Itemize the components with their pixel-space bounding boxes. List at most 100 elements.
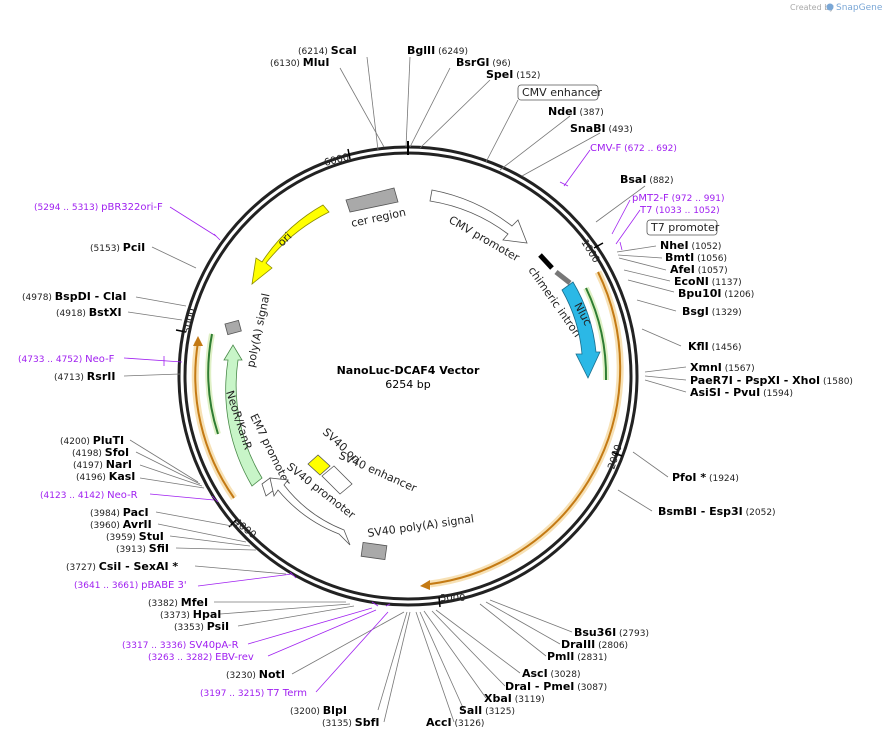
site-name: BsaI	[620, 173, 646, 186]
site-position: (4713)	[54, 373, 87, 383]
site-name: NotI	[259, 668, 285, 681]
restriction-site[interactable]: AsiSI - PvuI (1594)	[690, 386, 793, 399]
site-position: (6214)	[298, 47, 331, 57]
chimeric-intron-arrow[interactable]	[554, 270, 572, 285]
site-leaders	[123, 56, 687, 723]
site-label: BsrGI (96)	[456, 56, 511, 69]
restriction-site[interactable]: (3382) MfeI	[148, 596, 208, 609]
restriction-site[interactable]: (4713) RsrII	[54, 370, 115, 383]
cmv-promoter-arrow[interactable]	[429, 189, 528, 244]
restriction-site[interactable]: (4198) SfoI	[72, 446, 129, 459]
restriction-site[interactable]: SnaBI (493)	[570, 122, 633, 135]
restriction-site[interactable]: (3353) PsiI	[174, 620, 229, 633]
restriction-site[interactable]: NheI (1052)	[660, 239, 721, 252]
restriction-site[interactable]: SalI (3125)	[459, 704, 515, 717]
chimeric-intron-bar[interactable]	[538, 253, 554, 270]
primer-site[interactable]: (4123 .. 4142) Neo-R	[40, 490, 138, 501]
primer-site[interactable]: pMT2-F (972 .. 991)	[632, 193, 725, 204]
restriction-site[interactable]: XbaI (3119)	[484, 692, 545, 705]
polya-signal-box[interactable]	[224, 319, 242, 336]
primer-site[interactable]: (3641 .. 3661) pBABE 3'	[74, 580, 187, 591]
restriction-site[interactable]: (3959) StuI	[106, 530, 164, 543]
restriction-site[interactable]: (4978) BspDI - ClaI	[22, 290, 126, 303]
sv40-polya-box[interactable]	[360, 541, 388, 561]
site-label: BsmBI - Esp3I (2052)	[658, 505, 776, 518]
restriction-site[interactable]: XmnI (1567)	[690, 361, 755, 374]
cer-region-box[interactable]	[345, 187, 399, 213]
nluc-arrow[interactable]	[561, 281, 601, 379]
restriction-site[interactable]: AfeI (1057)	[670, 263, 728, 276]
restriction-site[interactable]: (3913) SfiI	[116, 542, 169, 555]
restriction-site[interactable]: AscI (3028)	[522, 667, 580, 680]
restriction-site[interactable]: Bsu36I (2793)	[574, 626, 649, 639]
restriction-site[interactable]: (4196) KasI	[76, 470, 135, 483]
primer-site[interactable]: CMV-F (672 .. 692)	[590, 143, 677, 154]
restriction-site[interactable]: (4918) BstXI	[56, 306, 122, 319]
site-label: (3200) BlpI	[290, 704, 347, 717]
site-name: NarI	[106, 458, 132, 471]
sv40-ori-box[interactable]	[307, 454, 331, 476]
site-position: (4978)	[22, 293, 55, 303]
restriction-site[interactable]: NdeI (387)	[548, 105, 604, 118]
tick-6000-mark	[347, 148, 351, 160]
restriction-site[interactable]: PaeR7I - PspXI - XhoI (1580)	[690, 374, 853, 387]
restriction-site[interactable]: AccI (3126)	[426, 716, 484, 729]
restriction-site[interactable]: KflI (1456)	[688, 340, 742, 353]
restriction-site[interactable]: (6130) MluI	[270, 56, 329, 69]
primer-site[interactable]: (3263 .. 3282) EBV-rev	[148, 652, 254, 663]
orf-arc-left-head	[193, 336, 203, 346]
restriction-site[interactable]: (3135) SbfI	[322, 716, 379, 729]
primer-position: (1033 .. 1052)	[652, 206, 719, 216]
ori-arrow[interactable]	[251, 204, 330, 285]
t7-promoter-box[interactable]	[646, 219, 718, 236]
site-label: BglII (6249)	[407, 44, 468, 57]
restriction-site[interactable]: (3373) HpaI	[160, 608, 221, 621]
restriction-site[interactable]: BsmBI - Esp3I (2052)	[658, 505, 776, 518]
restriction-site[interactable]: PmlI (2831)	[547, 650, 607, 663]
restriction-site[interactable]: BglII (6249)	[407, 44, 468, 57]
restriction-site[interactable]: (4200) PluTI	[60, 434, 124, 447]
restriction-site[interactable]: (3960) AvrII	[90, 518, 152, 531]
site-label: (4978) BspDI - ClaI	[22, 290, 126, 303]
restriction-site[interactable]: BmtI (1056)	[665, 251, 727, 264]
site-position: (1456)	[709, 343, 742, 353]
orf-arc-large[interactable]	[429, 271, 622, 585]
primer-position: (5294 .. 5313)	[34, 203, 101, 213]
restriction-site[interactable]: (3200) BlpI	[290, 704, 347, 717]
restriction-site[interactable]: PfoI * (1924)	[672, 471, 739, 484]
restriction-site[interactable]: (3984) PacI	[90, 506, 149, 519]
primer-site[interactable]: (3197 .. 3215) T7 Term	[200, 688, 307, 699]
site-name: XmnI	[690, 361, 722, 374]
sv40-enhancer-arrow[interactable]	[321, 465, 353, 495]
restriction-site[interactable]: BsrGI (96)	[456, 56, 511, 69]
restriction-site[interactable]: (5153) PciI	[90, 241, 145, 254]
cmv-enhancer-box[interactable]	[517, 84, 599, 101]
site-label: DraIII (2806)	[561, 638, 628, 651]
restriction-site[interactable]: (6214) ScaI	[298, 44, 357, 57]
restriction-site[interactable]: SpeI (152)	[486, 68, 540, 81]
primer-name: CMV-F	[590, 143, 621, 154]
restriction-site[interactable]: (4197) NarI	[73, 458, 132, 471]
orf-arc-small[interactable]	[585, 287, 608, 381]
primer-site[interactable]: T7 (1033 .. 1052)	[639, 205, 720, 216]
site-position: (3230)	[226, 671, 259, 681]
restriction-site[interactable]: EcoNI (1137)	[674, 275, 742, 288]
restriction-site[interactable]: BsgI (1329)	[682, 305, 742, 318]
neor-kanr-arrow[interactable]	[223, 344, 263, 487]
restriction-site[interactable]: BsaI (882)	[620, 173, 674, 186]
restriction-site[interactable]: DraI - PmeI (3087)	[505, 680, 607, 693]
restriction-site[interactable]: Bpu10I (1206)	[678, 287, 754, 300]
restriction-site[interactable]: (3727) CsiI - SexAI *	[66, 560, 178, 573]
primer-site[interactable]: (3317 .. 3336) SV40pA-R	[122, 640, 239, 651]
site-label: KflI (1456)	[688, 340, 742, 353]
primer-site[interactable]: (5294 .. 5313) pBR322ori-F	[34, 202, 163, 213]
primer-label: (3197 .. 3215) T7 Term	[200, 688, 307, 699]
sv40-promoter-arrow[interactable]	[269, 477, 351, 546]
site-name: HpaI	[193, 608, 222, 621]
restriction-site[interactable]: (3230) NotI	[226, 668, 285, 681]
site-label: (3960) AvrII	[90, 518, 152, 531]
restriction-site[interactable]: DraIII (2806)	[561, 638, 628, 651]
primer-site[interactable]: (4733 .. 4752) Neo-F	[18, 354, 115, 365]
orf-arc-left[interactable]	[194, 341, 235, 499]
orf-arc-left-inner[interactable]	[207, 333, 219, 435]
